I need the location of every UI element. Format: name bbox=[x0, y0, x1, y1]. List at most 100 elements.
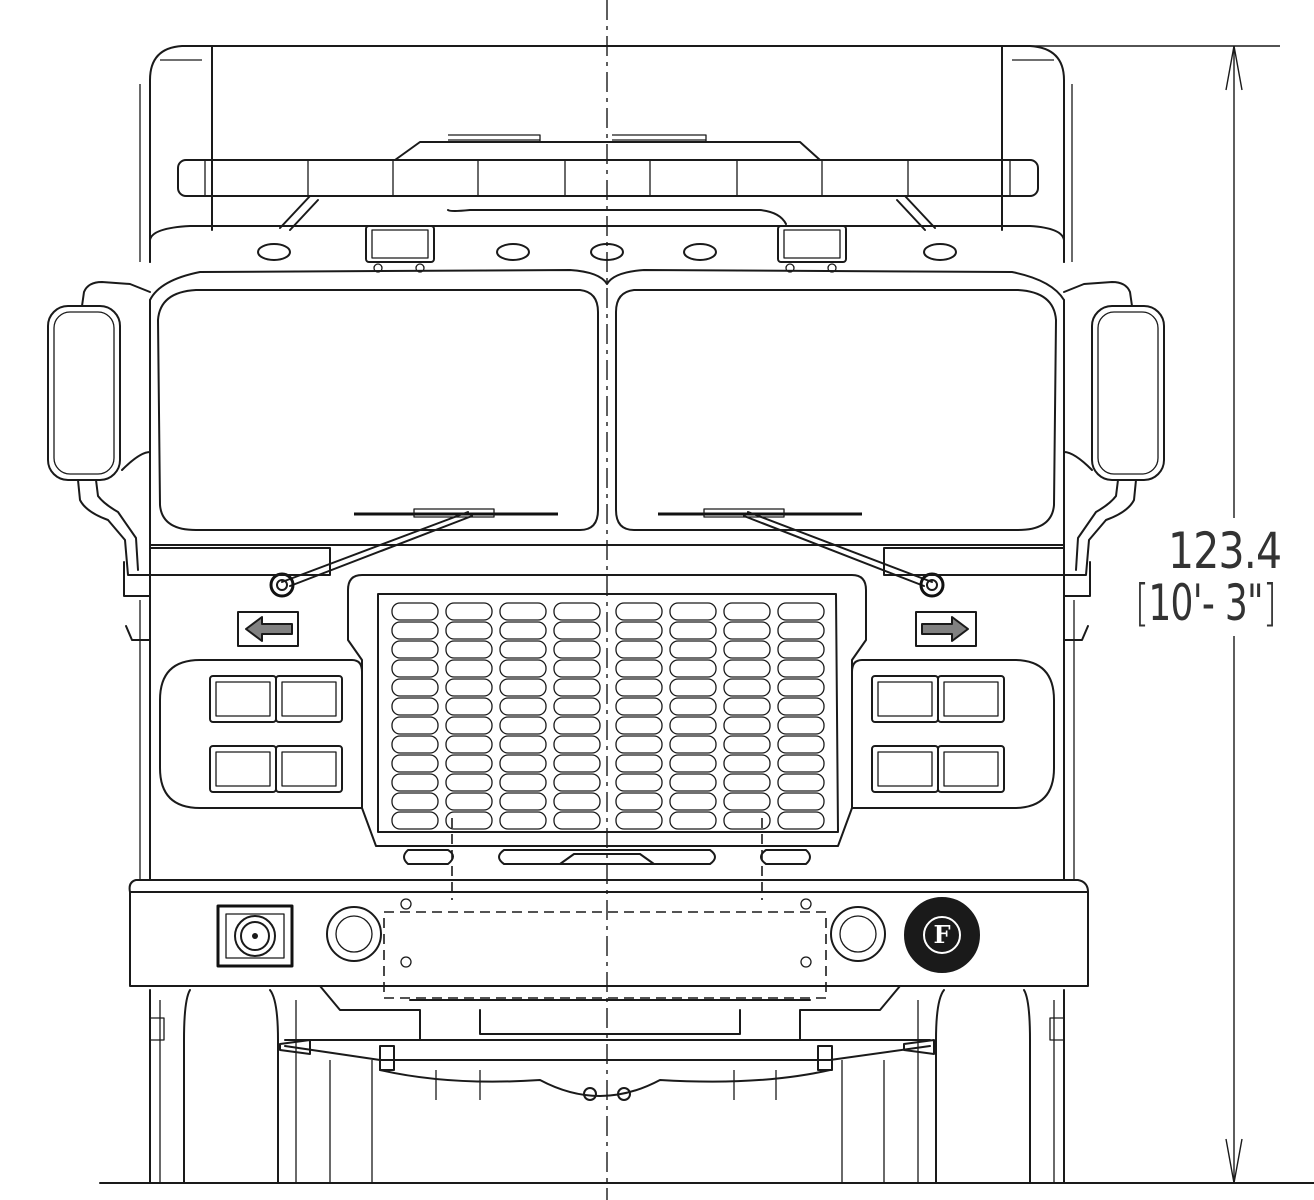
right-mirror bbox=[1063, 281, 1165, 641]
grille-slot bbox=[499, 716, 547, 735]
grille-slot bbox=[777, 773, 825, 792]
grille-slot bbox=[445, 621, 493, 640]
front-bumper bbox=[128, 879, 1089, 999]
grille-slot bbox=[391, 792, 439, 811]
grille-slot bbox=[499, 602, 547, 621]
grille-slot bbox=[391, 602, 439, 621]
roof-hatch bbox=[394, 134, 821, 225]
grille-slot bbox=[445, 678, 493, 697]
grille-slot bbox=[499, 621, 547, 640]
grille-slot bbox=[615, 792, 663, 811]
grille-slot bbox=[445, 716, 493, 735]
grille-slot bbox=[499, 754, 547, 773]
grille-slot bbox=[391, 659, 439, 678]
grille-slot bbox=[615, 716, 663, 735]
grille-slot bbox=[777, 621, 825, 640]
height-dimension-feet-inches: [10'- 3"] bbox=[1135, 578, 1277, 628]
grille-slot bbox=[391, 678, 439, 697]
grille-slot bbox=[669, 792, 717, 811]
grille-slot bbox=[615, 735, 663, 754]
grille-slot bbox=[723, 602, 771, 621]
emblem-letter: F bbox=[933, 920, 951, 949]
grille-slot bbox=[615, 621, 663, 640]
grille-slot bbox=[391, 754, 439, 773]
grille-slot bbox=[669, 678, 717, 697]
grille-slot bbox=[553, 754, 601, 773]
grille-slot bbox=[445, 754, 493, 773]
grille-slot bbox=[777, 697, 825, 716]
grille-slot bbox=[615, 678, 663, 697]
grille-slot bbox=[615, 602, 663, 621]
grille-slot bbox=[723, 697, 771, 716]
grille-slot bbox=[499, 811, 547, 830]
grille-slot bbox=[499, 659, 547, 678]
grille-slot bbox=[723, 716, 771, 735]
grille-slot bbox=[553, 678, 601, 697]
windshield bbox=[149, 289, 1065, 546]
grille-slot bbox=[615, 754, 663, 773]
grille-slot bbox=[553, 697, 601, 716]
body-box bbox=[139, 45, 1073, 263]
grille-slot bbox=[553, 716, 601, 735]
undercarriage bbox=[279, 985, 935, 1101]
grille-slot bbox=[445, 792, 493, 811]
grille-slot bbox=[553, 811, 601, 830]
grille-slot bbox=[615, 811, 663, 830]
cab-roof bbox=[149, 225, 1065, 301]
grille-slot bbox=[445, 735, 493, 754]
grille-slot bbox=[445, 640, 493, 659]
grille-slot bbox=[723, 678, 771, 697]
grille-slot bbox=[553, 792, 601, 811]
grille-slot bbox=[445, 602, 493, 621]
grille-slot bbox=[669, 621, 717, 640]
grille-slot bbox=[669, 697, 717, 716]
dimension-feet-inches-value: 10'- 3" bbox=[1148, 574, 1263, 632]
grille-slot bbox=[669, 773, 717, 792]
grille-slot bbox=[391, 773, 439, 792]
grille-slot bbox=[553, 773, 601, 792]
right-turn-signal bbox=[915, 611, 977, 647]
grille-slot bbox=[777, 792, 825, 811]
grille-slot bbox=[723, 621, 771, 640]
grille-slot bbox=[553, 659, 601, 678]
grille-slot bbox=[553, 640, 601, 659]
grille-slot bbox=[669, 602, 717, 621]
left-turn-signal bbox=[237, 611, 299, 647]
grille-slot bbox=[723, 640, 771, 659]
grille-slot bbox=[391, 735, 439, 754]
grille-slot bbox=[723, 792, 771, 811]
emblem-badge bbox=[904, 897, 980, 973]
grille-slot bbox=[669, 716, 717, 735]
grille-slot bbox=[777, 602, 825, 621]
right-tire bbox=[841, 989, 1065, 1184]
cab-face bbox=[139, 544, 1075, 881]
grille-slot bbox=[777, 659, 825, 678]
grille-slot bbox=[391, 716, 439, 735]
windshield-wipers bbox=[269, 508, 945, 598]
grille-slot bbox=[499, 735, 547, 754]
right-headlight-pod bbox=[851, 659, 1055, 809]
grille-slot bbox=[445, 697, 493, 716]
grille-slot bbox=[777, 640, 825, 659]
grille-slot bbox=[777, 811, 825, 830]
grille bbox=[347, 574, 867, 900]
grille-slot bbox=[499, 792, 547, 811]
grille-slot bbox=[391, 811, 439, 830]
grille-slot bbox=[553, 621, 601, 640]
grille-slot bbox=[777, 678, 825, 697]
grille-slot bbox=[615, 773, 663, 792]
left-mirror bbox=[47, 281, 151, 641]
grille-slot bbox=[553, 735, 601, 754]
grille-slot bbox=[777, 716, 825, 735]
grille-slot bbox=[723, 735, 771, 754]
grille-slot bbox=[499, 678, 547, 697]
grille-slot bbox=[499, 773, 547, 792]
grille-slot bbox=[615, 640, 663, 659]
grille-slot bbox=[615, 659, 663, 678]
grille-slot bbox=[391, 621, 439, 640]
height-dimension-inches: 123.4 bbox=[1168, 522, 1282, 580]
grille-slot bbox=[777, 754, 825, 773]
grille-slot bbox=[669, 811, 717, 830]
grille-slot bbox=[723, 659, 771, 678]
